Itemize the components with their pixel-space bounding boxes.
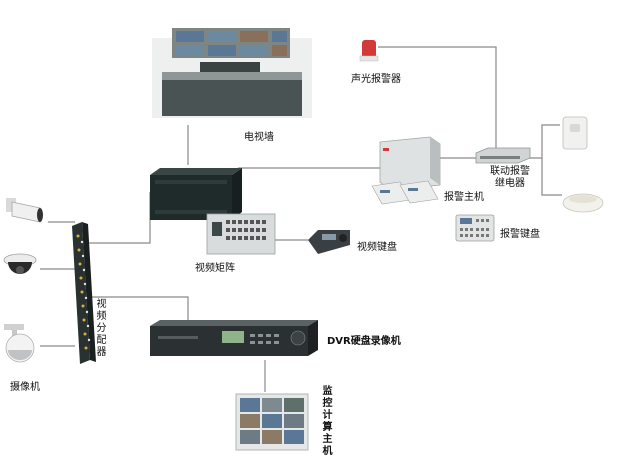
tv-wall-label: 电视墙 [244,132,274,143]
video-keyboard-device [308,230,350,254]
sound-light-alarm-label: 声光报警器 [351,74,401,85]
video-keyboard-label: 视频键盘 [357,242,397,253]
line-distributor-dvr [88,296,189,323]
connection-lines [40,46,562,392]
alarm-host-device [371,136,441,205]
ceiling-sensor [562,193,604,213]
sound-light-alarm-siren [359,40,379,62]
video-distributor-device [72,222,96,364]
alarm-keyboard-label: 报警键盘 [500,229,540,240]
dome-camera [3,253,37,274]
line-distributor-matrix [88,192,151,244]
video-matrix-panel [206,213,276,255]
monitor-computer-label: 监控计算主机 [320,385,331,457]
pir-sensor [562,116,588,150]
line-relay-sensors [530,124,560,159]
linkage-alarm-relay-label-line1: 联动报警 [490,166,530,177]
video-matrix-label: 视频矩阵 [195,263,235,274]
tv-wall [152,28,312,118]
dvr-device [150,320,318,356]
alarm-host-label: 报警主机 [444,192,484,203]
bullet-camera [6,198,43,223]
alarm-keyboard-device [455,214,495,242]
line-alarm-siren-relay [378,46,497,150]
video-matrix-chassis [150,168,242,220]
video-distributor-label: 视频分配器 [94,298,105,358]
linkage-alarm-relay-device [475,147,531,164]
line-relay-sensor2 [541,158,562,196]
linkage-alarm-relay-label-line2: 继电器 [495,178,525,189]
dvr-recorder-label: DVR硬盘录像机 [327,336,401,347]
monitoring-computer-screen [235,393,309,451]
linkage-alarm-relay-label: 联动报警 继电器 [484,166,536,190]
camera-label: 摄像机 [10,382,40,393]
ptz-camera [4,324,35,363]
